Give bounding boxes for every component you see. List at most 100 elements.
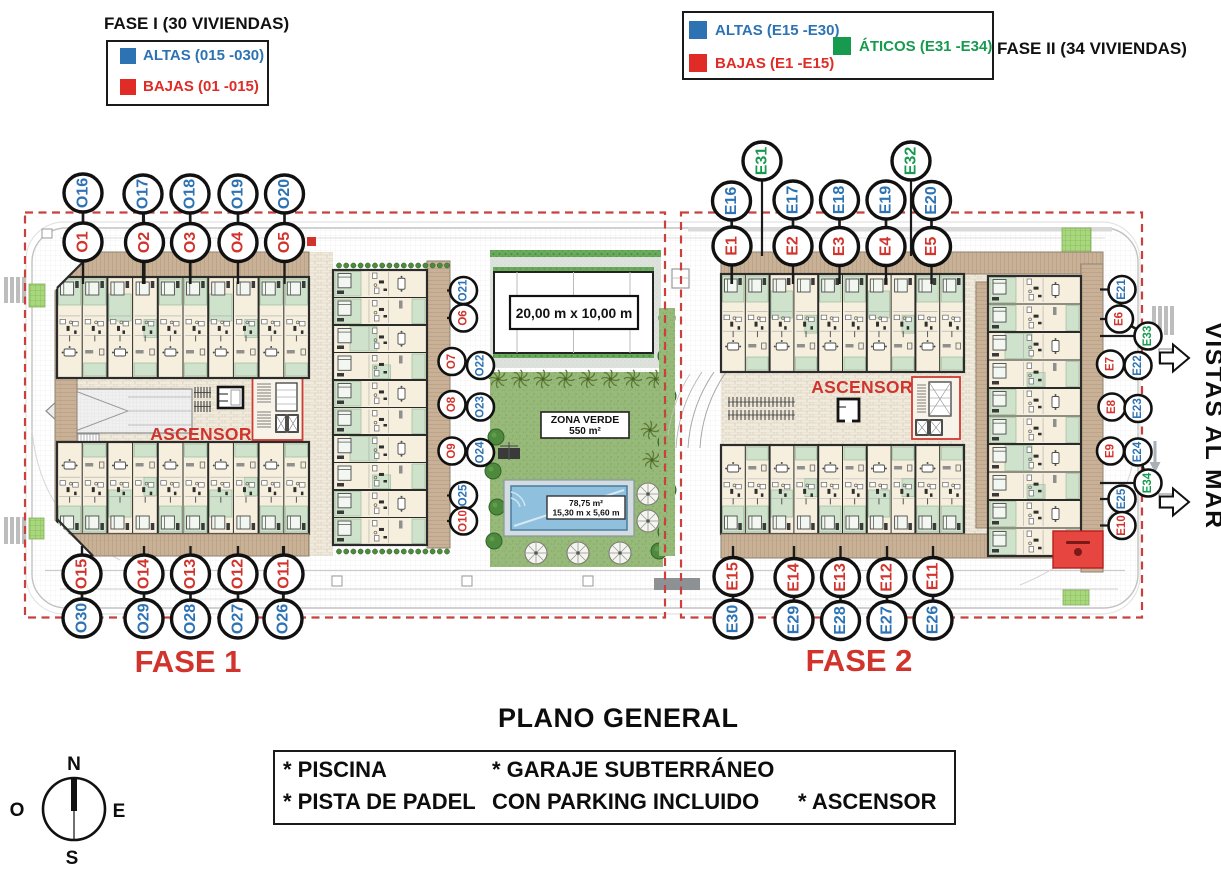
svg-text:E25: E25 — [1116, 488, 1128, 509]
stair-block-fase2 — [836, 397, 861, 423]
parasol — [636, 482, 660, 506]
svg-text:O15: O15 — [74, 559, 91, 589]
svg-text:E30: E30 — [725, 605, 742, 634]
unit-circle-O22: O22 — [465, 350, 496, 381]
unit-circle-O18: O18 — [169, 173, 211, 215]
svg-text:E29: E29 — [786, 606, 803, 635]
palm-tree — [533, 369, 553, 389]
unit-circle-E23: E23 — [1123, 393, 1153, 424]
unit-circle-E17: E17 — [772, 179, 814, 221]
unit-circle-E16: E16 — [710, 180, 753, 222]
unit-circle-O28: O28 — [169, 598, 212, 640]
apartment-wing — [719, 272, 966, 374]
pergola-fase2 — [728, 397, 795, 420]
compass-s: S — [66, 848, 79, 869]
unit-circle-E4: E4 — [865, 225, 907, 268]
unit-circle-O1: O1 — [62, 221, 104, 263]
unit-circle-E32: E32 — [890, 140, 932, 182]
unit-circle-E7: E7 — [1095, 349, 1126, 379]
sea-arrow-top — [1159, 342, 1191, 374]
svg-text:O7: O7 — [446, 354, 458, 369]
palm-tree — [640, 420, 660, 440]
svg-text:O17: O17 — [135, 179, 152, 209]
unit-circle-E2: E2 — [772, 225, 814, 267]
svg-text:O25: O25 — [458, 484, 470, 506]
vistas-al-mar: VISTAS AL MAR — [1159, 323, 1221, 530]
svg-text:E10: E10 — [1116, 515, 1128, 535]
unit-circle-E1: E1 — [711, 225, 753, 267]
svg-text:E4: E4 — [878, 237, 895, 257]
altas-label: ALTAS (E15 -E30) — [715, 21, 840, 39]
bush-east-bottom — [1062, 589, 1090, 606]
svg-text:E28: E28 — [832, 606, 849, 635]
crosswalk-east — [1152, 306, 1174, 335]
unit-circle-E29: E29 — [773, 599, 815, 641]
svg-text:O4: O4 — [230, 232, 247, 253]
svg-text:E7: E7 — [1105, 357, 1117, 371]
svg-text:E6: E6 — [1114, 312, 1126, 326]
unit-circle-O2: O2 — [123, 221, 166, 264]
unit-circle-O12: O12 — [217, 553, 259, 595]
unit-circle-O16: O16 — [62, 172, 104, 214]
unit-circle-O26: O26 — [262, 598, 304, 640]
lamp-6 — [41, 228, 53, 239]
unit-circle-O17: O17 — [122, 173, 164, 215]
unit-circle-O25: O25 — [448, 480, 479, 511]
zona-verde: ZONA VERDE 550 m² 78,75 m² 15,30 m x 5,6… — [484, 309, 677, 567]
unit-circle-E12: E12 — [866, 556, 908, 599]
pool-size-box — [546, 495, 626, 520]
svg-text:E32: E32 — [903, 147, 920, 176]
pool: 78,75 m² 15,30 m x 5,60 m — [503, 479, 635, 537]
fase2-label: FASE 2 — [806, 643, 913, 678]
ascensor-label-fase1: ASCENSOR — [150, 424, 252, 444]
svg-text:E14: E14 — [786, 563, 803, 592]
svg-text:O1: O1 — [75, 231, 92, 252]
unit-circle-E9: E9 — [1095, 436, 1126, 466]
apartment-wing — [331, 268, 429, 547]
unit-circle-O4: O4 — [217, 221, 259, 264]
unit-circle-E13: E13 — [819, 556, 862, 599]
palm-tree — [510, 369, 531, 389]
svg-text:O21: O21 — [458, 279, 470, 301]
svg-text:E22: E22 — [1132, 355, 1144, 375]
apartment-wing — [986, 274, 1083, 558]
compass: N S O E — [10, 754, 126, 869]
unit-circle-E6: E6 — [1104, 304, 1135, 334]
apartment-wing — [55, 275, 311, 380]
svg-text:O30: O30 — [74, 603, 91, 633]
svg-text:O18: O18 — [182, 179, 199, 209]
unit-circle-E20: E20 — [910, 179, 953, 222]
unit-circle-E11: E11 — [912, 555, 954, 598]
unit-circle-E15: E15 — [712, 555, 754, 598]
compass-o: O — [10, 800, 25, 821]
svg-text:O16: O16 — [75, 178, 92, 208]
compass-n: N — [67, 754, 81, 775]
street-arrow-down — [1149, 441, 1161, 473]
svg-text:E9: E9 — [1105, 444, 1117, 458]
bush-west-top — [28, 283, 46, 308]
svg-text:O11: O11 — [276, 559, 293, 588]
compass-needle — [71, 778, 77, 811]
svg-text:O19: O19 — [230, 179, 247, 209]
aticos-swatch — [833, 37, 851, 55]
unit-circle-E21: E21 — [1107, 274, 1137, 305]
amenity-piscina: * PISCINA — [283, 757, 387, 782]
unit-circle-O21: O21 — [448, 275, 479, 306]
bajas-label: BAJAS (E1 -E15) — [715, 54, 835, 72]
zona-verde-area: 550 m² — [569, 426, 601, 437]
svg-text:O5: O5 — [276, 232, 293, 253]
unit-circle-E27: E27 — [866, 599, 908, 642]
svg-text:E20: E20 — [923, 186, 940, 215]
pool-area-label: 78,75 m² — [569, 498, 603, 508]
unit-circle-O27: O27 — [217, 598, 259, 640]
padel-court: 20,00 m x 10,00 m — [490, 250, 661, 368]
unit-circle-O15: O15 — [61, 553, 103, 595]
vistas-label: VISTAS AL MAR — [1200, 323, 1221, 530]
unit-circle-O3: O3 — [169, 221, 212, 264]
bike-racks-fase1 — [194, 387, 211, 412]
unit-circle-E3: E3 — [818, 225, 861, 268]
unit-circle-E26: E26 — [912, 599, 954, 641]
svg-text:E3: E3 — [831, 237, 848, 257]
